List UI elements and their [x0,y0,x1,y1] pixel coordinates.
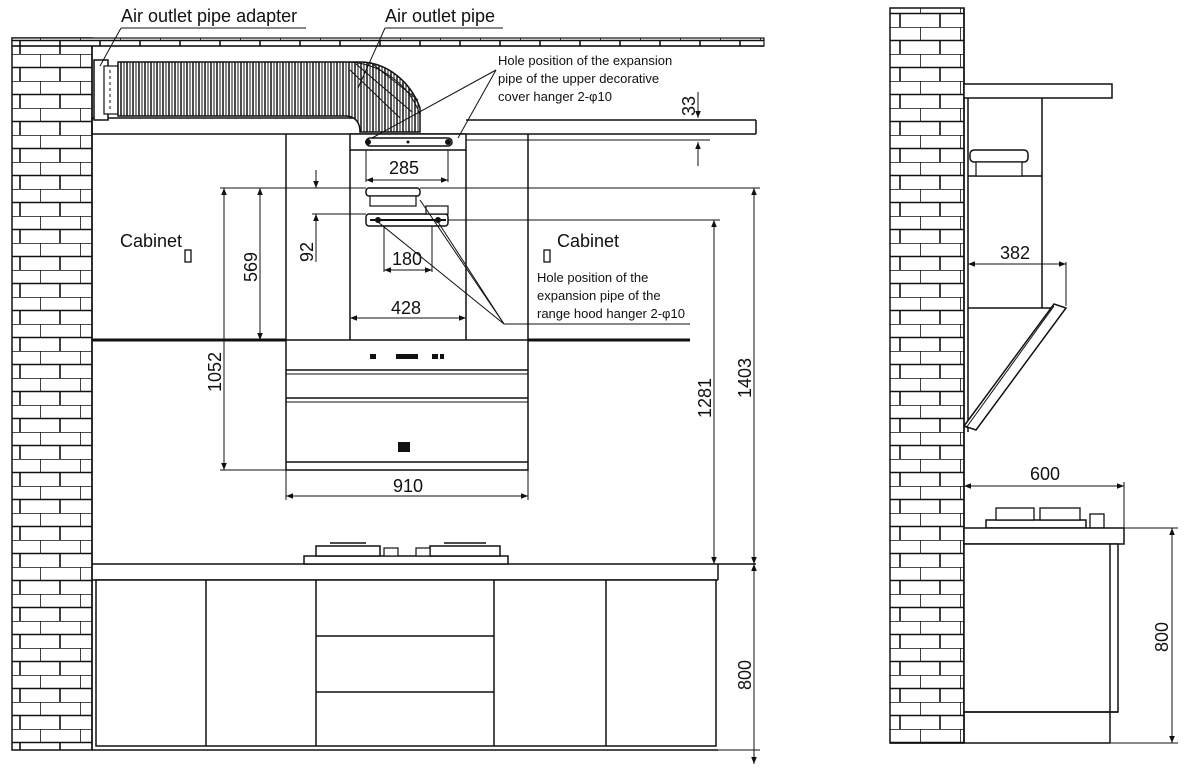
range-hood-body [285,339,529,471]
dim-382: 382 [968,243,1066,267]
label-cabinet-left: Cabinet [120,231,182,251]
svg-text:800: 800 [735,660,755,690]
svg-text:382: 382 [1000,243,1030,263]
side-countertop [963,527,1125,545]
dim-1052: 1052 [205,187,286,471]
countertop [92,563,756,581]
svg-text:1403: 1403 [735,358,755,398]
svg-text:1281: 1281 [695,378,715,418]
dim-800-front: 800 [718,564,760,764]
note-hood-hanger: Hole position of the expansion pipe of t… [377,199,690,325]
side-brick-wall [889,7,1110,744]
gas-hob [303,542,509,565]
svg-text:910: 910 [393,476,423,496]
svg-text:600: 600 [1030,464,1060,484]
side-cabinet [963,543,1119,743]
svg-text:569: 569 [241,252,261,282]
dim-1281: 1281 [448,219,720,564]
dim-180: 180 [383,226,433,273]
svg-text:428: 428 [391,298,421,318]
side-hob [985,507,1105,529]
dim-910: 910 [285,470,529,500]
svg-text:Hole position of the: Hole position of the [537,270,648,285]
side-hood [962,262,1068,432]
dim-569: 569 [228,187,366,340]
ceiling-slab [91,117,757,135]
svg-text:range hood hanger 2-φ10: range hood hanger 2-φ10 [537,306,685,321]
dim-428: 428 [350,298,466,321]
svg-text:33: 33 [679,96,699,116]
hood-control-panel[interactable] [370,354,444,359]
dim-800-side: 800 [1110,527,1178,744]
left-brick-wall [11,37,93,751]
label-cabinet-right: Cabinet [557,231,619,251]
hood-logo [398,442,410,452]
note-upper-hanger: Hole position of the expansion pipe of t… [371,53,672,139]
upper-cover-bracket [349,133,467,151]
leader-pipe [357,27,386,89]
svg-text:Hole position of the expansion: Hole position of the expansion [498,53,672,68]
dim-33: 33 [466,92,710,166]
svg-text:285: 285 [389,158,419,178]
side-chimney [967,98,1060,309]
decorative-cover [285,134,529,340]
svg-text:92: 92 [297,242,317,262]
svg-text:180: 180 [392,249,422,269]
svg-text:800: 800 [1152,622,1172,652]
side-ceiling [963,83,1113,99]
svg-text:expansion pipe of the: expansion pipe of the [537,288,661,303]
cabinet-marker-right [543,249,551,263]
cabinet-marker-left [184,249,192,263]
dim-92: 92 [297,170,366,262]
svg-text:pipe of the upper decorative: pipe of the upper decorative [498,71,659,86]
ceiling-brick [11,37,765,47]
air-outlet-pipe-adapter [93,59,119,121]
svg-text:cover hanger 2-φ10: cover hanger 2-φ10 [498,89,612,104]
label-air-outlet-pipe: Air outlet pipe [385,6,495,26]
dim-1403: 1403 [420,187,760,564]
leader-adapter [99,27,122,67]
air-outlet-pipe [117,61,421,133]
svg-text:1052: 1052 [205,352,225,392]
lower-cabinets [92,579,718,751]
label-air-outlet-pipe-adapter: Air outlet pipe adapter [121,6,297,26]
dim-285: 285 [365,150,449,183]
hood-hanger [365,187,449,227]
